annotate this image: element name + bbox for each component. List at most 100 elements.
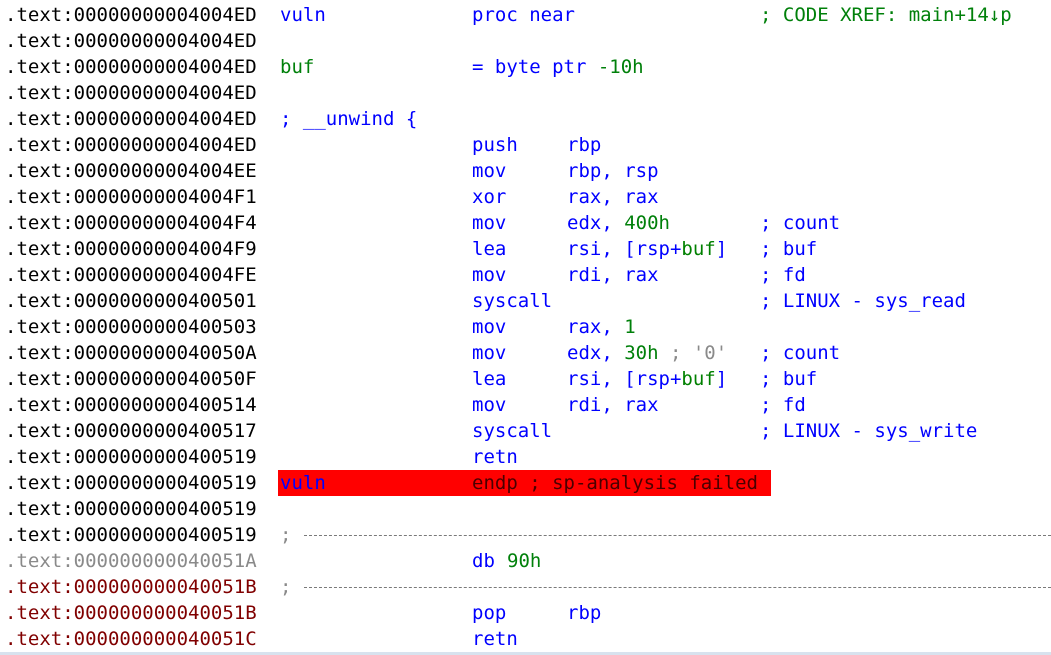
mnemonic[interactable]: retn	[472, 628, 518, 650]
address-label: .text:00000000004004ED	[5, 56, 257, 78]
address-label: .text:00000000004004ED	[5, 4, 257, 26]
comment: ; count	[760, 342, 841, 364]
address-label: .text:00000000004004ED	[5, 134, 257, 156]
mnemonic[interactable]: xor	[472, 186, 507, 208]
operands[interactable]: rdi, rax	[567, 262, 659, 288]
listing-line[interactable]: .text:00000000004004ED buf = byte ptr -10h	[0, 54, 1051, 80]
operands[interactable]: rsi, [rsp+buf]	[567, 236, 727, 262]
listing-line[interactable]: .text:00000000004004ED; __unwind {	[0, 106, 1051, 132]
listing-line[interactable]: .text:00000000004004ED	[0, 80, 1051, 106]
listing-line[interactable]: .text:00000000004004EE mov rbp, rsp	[0, 158, 1051, 184]
separator-semicolon: ;	[280, 576, 292, 598]
operand-text: edx,	[567, 342, 625, 364]
listing-line[interactable]: .text:000000000040051B pop rbp	[0, 600, 1051, 626]
operands[interactable]: rbp, rsp	[567, 158, 659, 184]
mnemonic[interactable]: mov	[472, 212, 507, 234]
variable-name[interactable]: buf	[280, 56, 315, 78]
directive-text: = byte ptr	[472, 56, 598, 78]
endp-directive: endp ; sp-analysis failed	[472, 472, 758, 494]
operand-text: rdi, rax	[567, 264, 659, 286]
address-label: .text:00000000004004F4	[5, 212, 257, 234]
operands[interactable]: rsi, [rsp+buf]	[567, 366, 727, 392]
operand-variable[interactable]: buf	[681, 368, 716, 390]
stack-var-definition: = byte ptr -10h	[472, 54, 644, 80]
comment: ; fd	[760, 264, 806, 286]
proc-directive: proc near	[472, 4, 575, 26]
operand-text: rbp	[567, 602, 602, 624]
operand-text: rax,	[567, 316, 625, 338]
listing-line[interactable]: .text:00000000004004ED push rbp	[0, 132, 1051, 158]
horizontal-scrollbar[interactable]	[0, 652, 1051, 655]
comment: ; count	[760, 212, 841, 234]
separator-line	[304, 587, 1051, 588]
address-label: .text:00000000004004ED	[5, 82, 257, 104]
mnemonic[interactable]: mov	[472, 160, 507, 182]
listing-line[interactable]: .text:000000000040051A db 90h	[0, 548, 1051, 574]
address-label: .text:0000000000400519	[5, 498, 257, 520]
address-label: .text:000000000040051B	[5, 602, 257, 624]
data-line: 90h	[507, 548, 541, 574]
mnemonic[interactable]: lea	[472, 368, 507, 390]
listing-line[interactable]: .text:000000000040051B;	[0, 574, 1051, 600]
error-highlight	[278, 470, 771, 496]
unwind-comment[interactable]: ; __unwind {	[280, 108, 418, 130]
operand-text: rsi, [rsp+	[567, 238, 682, 260]
listing-line[interactable]: .text:00000000004004ED	[0, 28, 1051, 54]
operands[interactable]: edx, 400h	[567, 210, 670, 236]
operands[interactable]: rbp	[567, 132, 601, 158]
comment: ; buf	[760, 238, 818, 260]
mnemonic[interactable]: lea	[472, 238, 507, 260]
listing-line[interactable]: .text:0000000000400519;	[0, 522, 1051, 548]
mnemonic[interactable]: pop	[472, 602, 507, 624]
xref-comment[interactable]: ; CODE XREF: main+14↓p	[760, 4, 1012, 26]
numeric-operand: -10h	[597, 56, 644, 78]
operand-text: rbp, rsp	[567, 160, 659, 182]
operand-text: rbp	[567, 134, 602, 156]
operands[interactable]: rax, rax	[567, 184, 659, 210]
mnemonic[interactable]: push	[472, 134, 518, 156]
mnemonic[interactable]: mov	[472, 264, 507, 286]
operands[interactable]: rax, 1	[567, 314, 636, 340]
listing-line[interactable]: .text:0000000000400517 syscall ; LINUX - s…	[0, 418, 1051, 444]
inline-comment: ; '0'	[658, 342, 728, 364]
operand-variable[interactable]: buf	[681, 238, 716, 260]
operands[interactable]: edx, 30h ; '0'	[567, 340, 727, 366]
mnemonic[interactable]: syscall	[472, 420, 553, 442]
operand-text: rax, rax	[567, 186, 659, 208]
mnemonic[interactable]: mov	[472, 316, 507, 338]
listing-line[interactable]: .text:00000000004004F9 lea rsi, [rsp+buf];…	[0, 236, 1051, 262]
listing-line[interactable]: .text:0000000000400519	[0, 496, 1051, 522]
mnemonic[interactable]: syscall	[472, 290, 553, 312]
address-label: .text:00000000004004F9	[5, 238, 257, 260]
listing-line[interactable]: .text:0000000000400519 retn	[0, 444, 1051, 470]
endp-line[interactable]: .text:0000000000400519 vuln endp ; sp-an…	[0, 470, 1051, 496]
mnemonic[interactable]: retn	[472, 446, 518, 468]
address-label: .text:0000000000400517	[5, 420, 257, 442]
address-label: .text:0000000000400514	[5, 394, 257, 416]
comment: ; LINUX - sys_write	[760, 420, 978, 442]
listing-line[interactable]: .text:00000000004004F4 mov edx, 400h ; coun…	[0, 210, 1051, 236]
operand-text: ]	[715, 238, 728, 260]
operand-text: edx,	[567, 212, 625, 234]
address-label: .text:0000000000400519	[5, 446, 257, 468]
mnemonic[interactable]: db	[472, 550, 495, 572]
mnemonic[interactable]: mov	[472, 342, 507, 364]
function-name[interactable]: vuln	[280, 4, 326, 26]
mnemonic[interactable]: mov	[472, 394, 507, 416]
separator-line	[304, 535, 1051, 536]
operands[interactable]: rdi, rax	[567, 392, 659, 418]
function-name-endp[interactable]: vuln	[280, 472, 326, 494]
address-label: .text:00000000004004EE	[5, 160, 257, 182]
address-label: .text:000000000040051A	[5, 550, 257, 572]
operands[interactable]: rbp	[567, 600, 601, 626]
listing-line[interactable]: .text:00000000004004ED vuln proc near ; …	[0, 2, 1051, 28]
